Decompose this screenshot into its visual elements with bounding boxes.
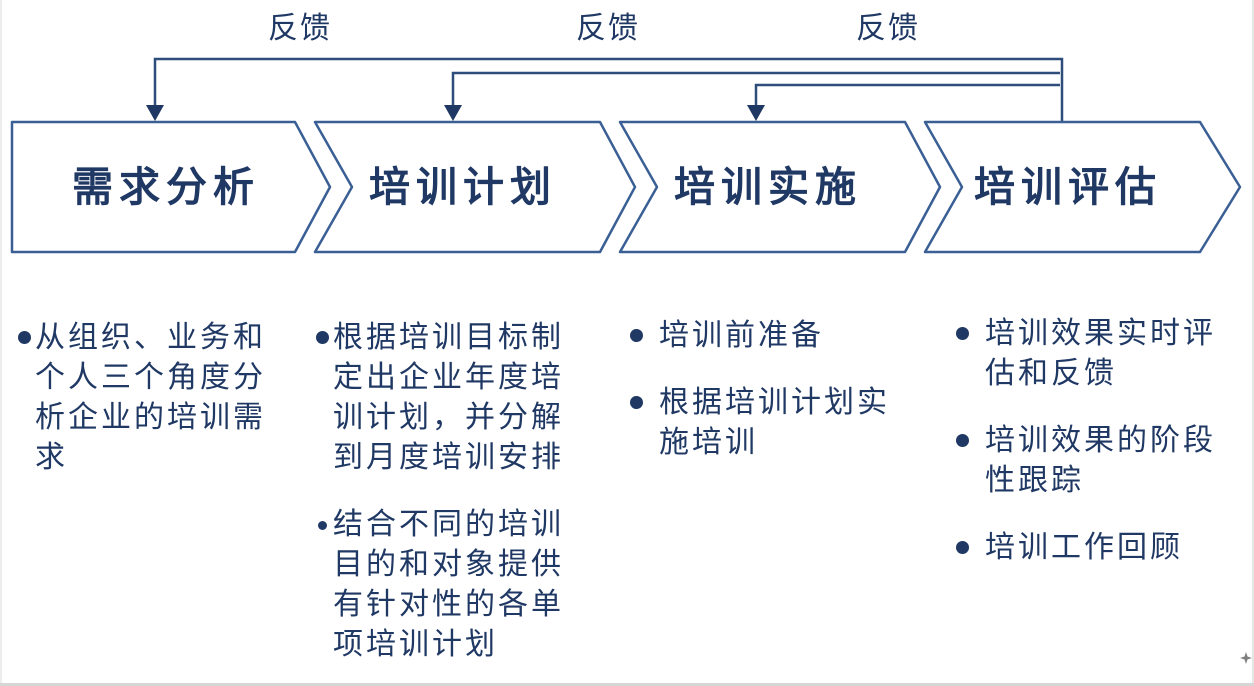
bullet-icon [956, 434, 969, 447]
stage-chevron-4 [923, 120, 1242, 254]
list-item: 培训工作回顾 [948, 528, 1250, 568]
stage-title-2: 培训计划 [369, 164, 557, 210]
bullet-text: 根据培训目标制 定出企业年度培 训计划，并分解 到月度培训安排 [333, 321, 564, 474]
feedback-connector-2 [451, 71, 1060, 105]
bullet-text: 培训前准备 [659, 319, 824, 352]
stage-chevron-3 [618, 120, 942, 254]
stage-detail-column-4: 培训效果实时评 估和反馈 培训效果的阶段 性跟踪 培训工作回顾 [948, 314, 1250, 568]
bullet-icon [630, 396, 643, 409]
bullet-icon [316, 331, 329, 344]
stage-title-3: 培训实施 [674, 164, 862, 210]
list-item: 根据培训目标制 定出企业年度培 训计划，并分解 到月度培训安排 [310, 318, 612, 478]
feedback-arrowhead-1 [146, 105, 164, 121]
stage-chevron-2 [313, 120, 637, 254]
four-pointed-star-shape [1240, 652, 1252, 664]
four-pointed-star-icon [1240, 652, 1252, 664]
stage-detail-column-1: 从组织、业务和 个人三个角度分 析企业的培训需 求 [12, 318, 304, 478]
bullet-icon [630, 329, 643, 342]
stage-detail-column-2: 根据培训目标制 定出企业年度培 训计划，并分解 到月度培训安排 结合不同的培训 … [310, 318, 612, 665]
stage-title-1: 需求分析 [72, 164, 260, 210]
feedback-label-2: 反馈 [576, 12, 640, 45]
bullet-icon [956, 541, 969, 554]
list-item: 从组织、业务和 个人三个角度分 析企业的培训需 求 [12, 318, 304, 478]
feedback-arrowhead-3 [747, 105, 765, 121]
bullet-text: 根据培训计划实 施培训 [659, 386, 890, 459]
list-item: 根据培训计划实 施培训 [622, 383, 922, 463]
bullet-text: 从组织、业务和 个人三个角度分 析企业的培训需 求 [35, 321, 266, 474]
bullet-icon [956, 327, 969, 340]
feedback-connector-3 [754, 83, 1060, 105]
stage-detail-column-3: 培训前准备 根据培训计划实 施培训 [622, 316, 922, 463]
bullet-text: 培训工作回顾 [985, 531, 1183, 564]
feedback-label-3: 反馈 [856, 12, 920, 45]
process-flow-diagram: 反馈 反馈 反馈 需求分析 培训计划 培训实施 培训评估 [10, 12, 1242, 254]
list-item: 培训效果的阶段 性跟踪 [948, 421, 1250, 501]
feedback-arrowhead-2 [444, 105, 462, 121]
bullet-icon [18, 331, 31, 344]
bullet-text: 结合不同的培训 目的和对象提供 有针对性的各单 项培训计划 [333, 508, 564, 661]
feedback-connector-1 [153, 57, 1064, 122]
list-item: 培训效果实时评 估和反馈 [948, 314, 1250, 394]
bullet-text: 培训效果实时评 估和反馈 [985, 317, 1216, 390]
stage-chevron-1 [10, 120, 332, 254]
feedback-label-1: 反馈 [268, 12, 332, 45]
list-item: 培训前准备 [622, 316, 922, 356]
bullet-icon [318, 521, 327, 530]
bullet-text: 培训效果的阶段 性跟踪 [985, 424, 1216, 497]
stage-title-4: 培训评估 [974, 164, 1162, 210]
list-item: 结合不同的培训 目的和对象提供 有针对性的各单 项培训计划 [310, 505, 612, 665]
